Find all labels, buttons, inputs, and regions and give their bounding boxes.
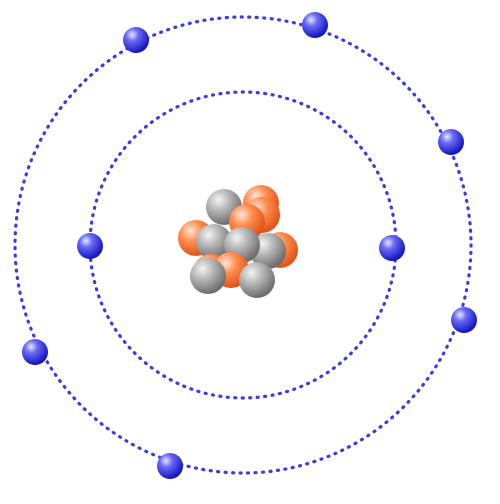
outer-orbit bbox=[13, 15, 473, 475]
electron bbox=[77, 233, 103, 259]
electron bbox=[22, 339, 48, 365]
electron bbox=[123, 27, 149, 53]
electron bbox=[157, 453, 183, 479]
neutron bbox=[239, 262, 275, 298]
electrons bbox=[22, 12, 477, 479]
neutron bbox=[196, 224, 232, 260]
electron bbox=[438, 129, 464, 155]
electron bbox=[451, 307, 477, 333]
electron bbox=[302, 12, 328, 38]
neutron bbox=[190, 258, 226, 294]
nucleus bbox=[178, 185, 298, 298]
electron bbox=[379, 235, 405, 261]
